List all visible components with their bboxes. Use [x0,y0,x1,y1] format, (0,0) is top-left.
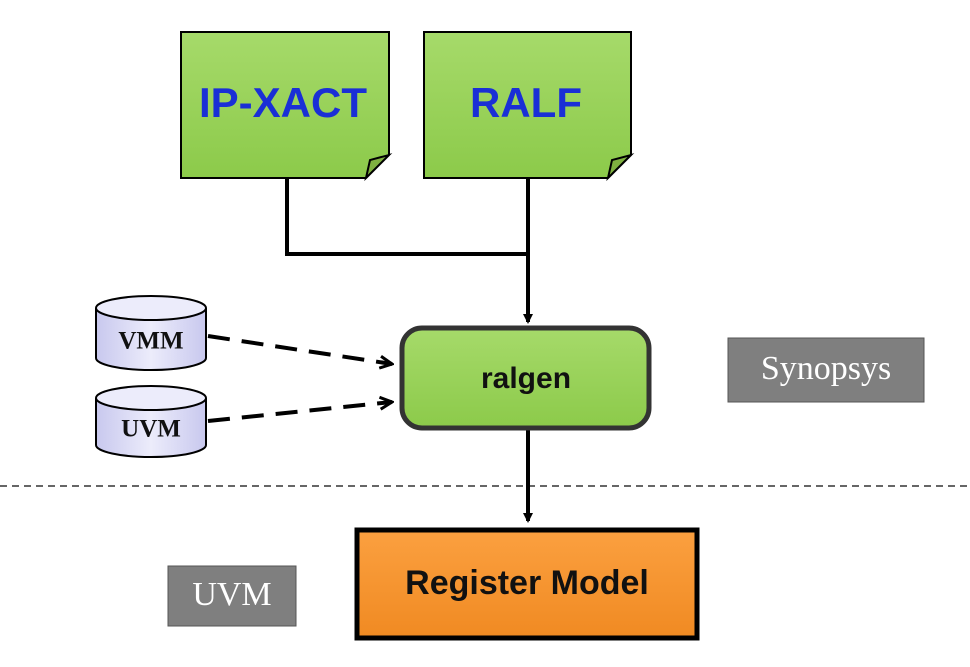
uvm-database: UVM [95,385,207,458]
synopsys-region-tag: Synopsys [727,337,925,403]
ipxact-label: IP-XACT [199,79,367,126]
register-model-label: Register Model [405,564,649,602]
vmm-database: VMM [95,295,207,371]
ralgen-label: ralgen [481,362,571,395]
uvm-region-label: UVM [192,576,271,613]
ralf-label: RALF [470,79,582,126]
synopsys-label: Synopsys [761,350,891,387]
ipxact-document: IP-XACT [180,31,393,182]
input-connectors [285,178,533,324]
register-model-box: Register Model [354,527,700,641]
uvm-db-label: UVM [121,416,181,443]
ralgen-box: ralgen [399,325,652,431]
ralf-document: RALF [423,31,635,182]
database-connectors [207,334,392,423]
uvm-region-tag: UVM [167,565,297,627]
vmm-label: VMM [118,328,183,355]
